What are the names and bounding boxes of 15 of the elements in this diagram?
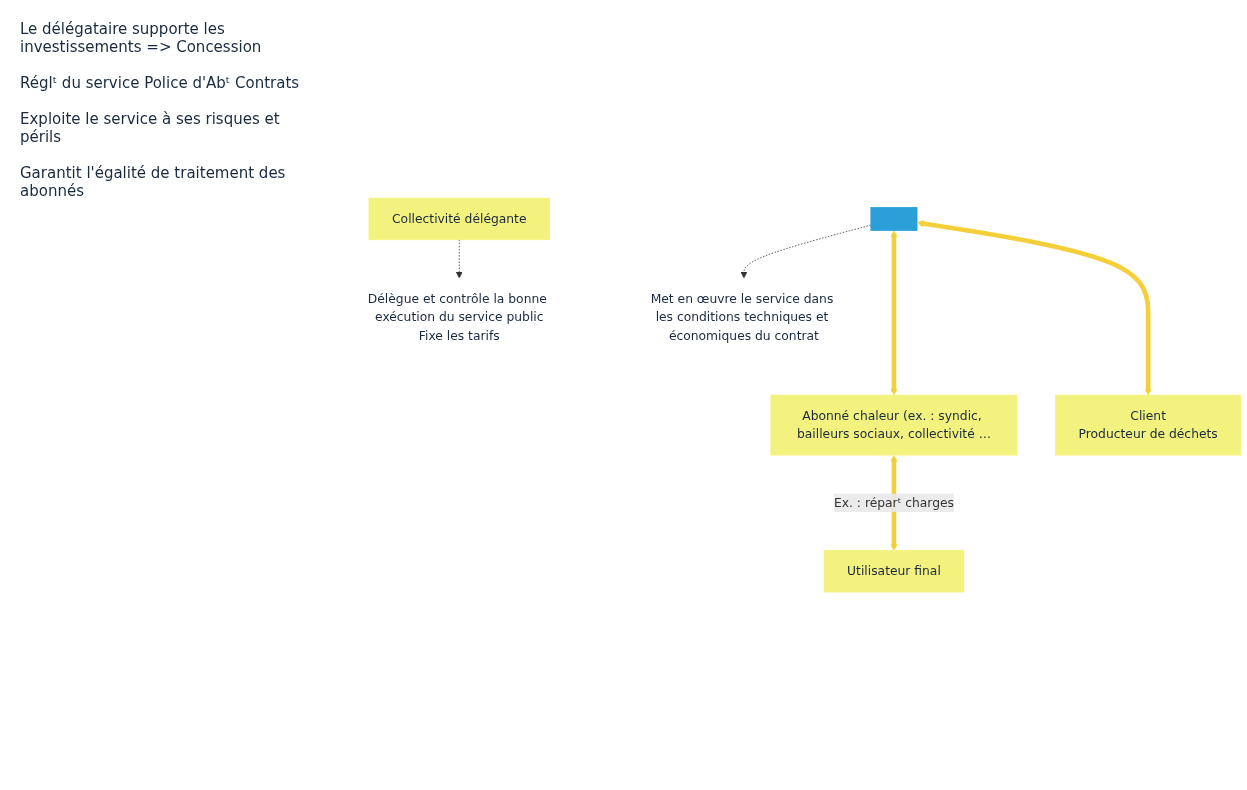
note-text: Le délégataire supporte les investissements => Concession bbox=[20, 20, 263, 56]
note-text: Réglᵗ du service Police d'Abᵗ Contrats bbox=[20, 74, 301, 92]
node-box: Abonné chaleur (ex. : syndic, bailleurs sociaux, collectivité … bbox=[770, 394, 1018, 456]
node-box: Collectivité délégante bbox=[368, 197, 550, 240]
note-text: Exploite le service à ses risques et périls bbox=[20, 110, 281, 146]
node-text: Met en œuvre le service dans les conditions techniques et économiques du contrat bbox=[650, 291, 834, 343]
node-box: Client Producteur de déchets bbox=[1055, 394, 1242, 456]
node-box bbox=[870, 206, 918, 231]
arrow bbox=[890, 230, 898, 396]
node-text: Délègue et contrôle la bonne exécution du service public Fixe les tarifs bbox=[367, 291, 547, 343]
node-box: Utilisateur final bbox=[823, 550, 965, 593]
arrow bbox=[917, 220, 1152, 396]
edge-label: Ex. : réparᵗ charges bbox=[833, 495, 954, 510]
arrow bbox=[890, 455, 898, 551]
note-text: Garantit l'égalité de traitement des abonnés bbox=[20, 164, 287, 200]
